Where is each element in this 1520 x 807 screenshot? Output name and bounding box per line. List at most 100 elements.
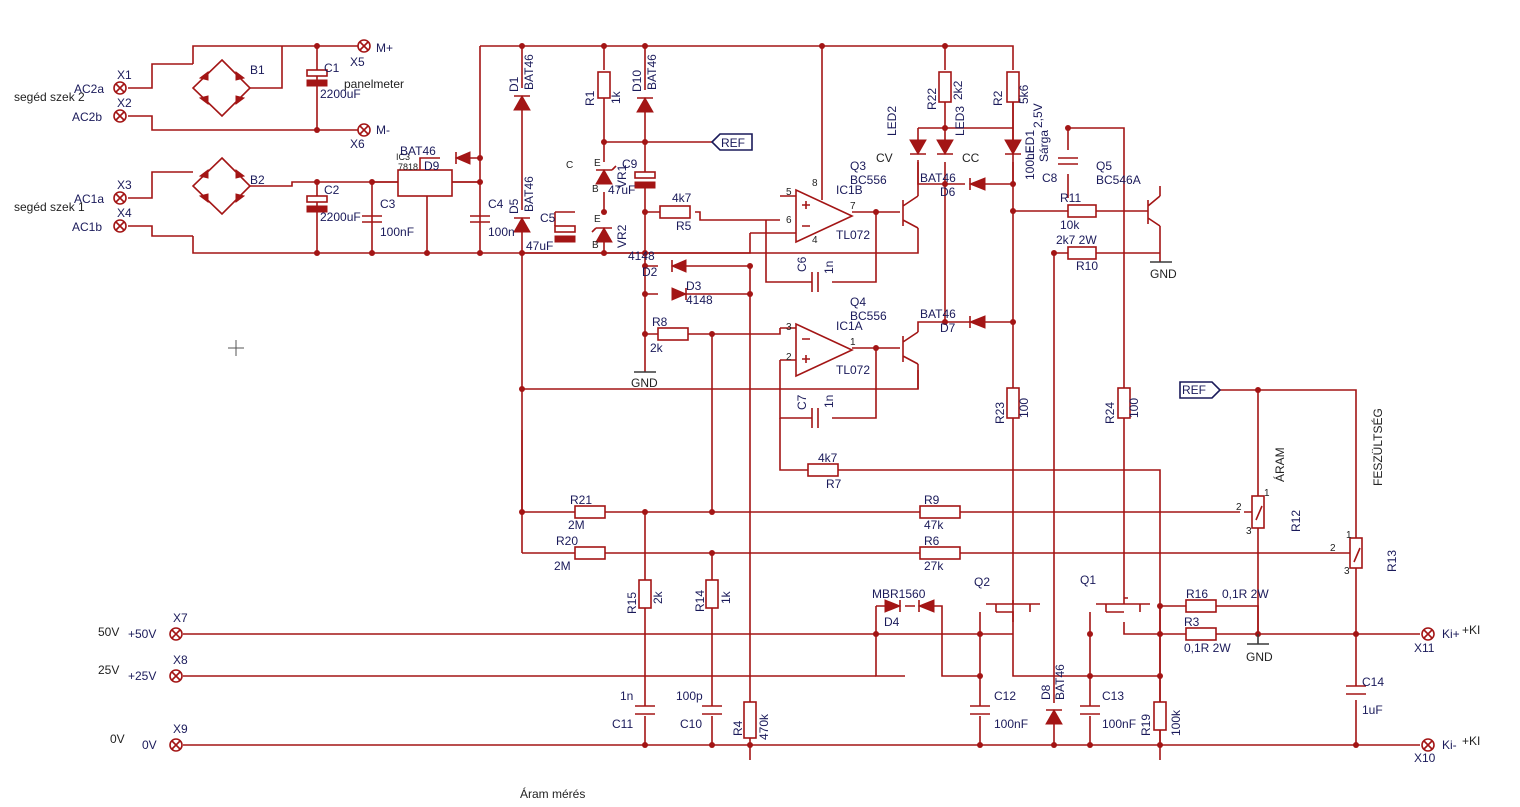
ref-r16: R16 [1186,587,1208,601]
note-aram-meres: Áram mérés [520,786,585,801]
ref-r8: R8 [652,315,668,329]
val-r16: 0,1R 2W [1222,587,1269,601]
val-r21: 2M [568,518,585,532]
label-x3: X3 [117,178,132,192]
pin-5: 5 [786,187,792,198]
ref-d8: D8 [1039,684,1053,700]
ref-led3: LED3 [953,106,967,136]
pin-1: 1 [850,337,856,348]
bridge-b1 [191,58,252,118]
ref-d10: D10 [630,70,644,92]
val-r2: 5k6 [1017,84,1031,104]
ref-c10: C10 [680,717,702,731]
label-ki-plus: Ki+ [1442,627,1460,641]
cursor-crosshair-icon [228,340,244,356]
label-x4: X4 [117,206,132,220]
label-ki-minus: Ki- [1442,738,1457,752]
ref-r7: R7 [826,477,842,491]
ref-r15: R15 [625,592,639,614]
ref-r6: R6 [924,534,940,548]
label-ac2a: AC2a [74,82,104,96]
label-x1: X1 [117,68,132,82]
r12-pin-1: 1 [1264,488,1270,499]
note-panelmeter: panelmeter [344,77,404,91]
ref-r22: R22 [925,88,939,110]
diode-symbols [454,94,1063,725]
transistor-symbols [902,195,1161,622]
connector-pads [113,39,1435,752]
val-r24: 100 [1127,398,1141,418]
ref-c6: C6 [795,256,809,272]
val-r8: 2k [650,341,664,355]
ref-q2: Q2 [974,575,990,589]
ref-r9: R9 [924,493,940,507]
label-mminus: M- [376,123,390,137]
val-r9: 47k [924,518,944,532]
ref-d6: D6 [940,185,956,199]
label-x8: X8 [173,653,188,667]
r12-pin-2: 2 [1236,502,1242,513]
ref-d9: D9 [424,159,440,173]
ref-d5: D5 [507,198,521,214]
r13-pin-1: 1 [1346,530,1352,541]
note-ki-plus: +KI [1462,623,1480,637]
ref-r5: R5 [676,219,692,233]
val-c12: 100nF [994,717,1028,731]
label-x11: X11 [1414,641,1435,655]
vr1-pin-b: B [592,184,599,195]
gnd-label-1: GND [631,376,658,390]
val-r1: 1k [609,90,623,104]
val-q3: BC556 [850,173,887,187]
ref-flags [710,133,1222,399]
val-r20: 2M [554,559,571,573]
ref-d7: D7 [940,321,956,335]
val-ic1a: TL072 [836,363,870,377]
ref-d2: D2 [642,265,658,279]
pin-4: 4 [812,235,818,246]
ref-b1: B1 [250,63,265,77]
ref-r23: R23 [993,402,1007,424]
val-d9: BAT46 [400,144,436,158]
gnd-label-2: GND [1150,267,1177,281]
val-r6: 27k [924,559,944,573]
label-x9: X9 [173,722,188,736]
label-25v-pin: +25V [128,669,156,683]
note-seged-1: segéd szek 1 [14,200,85,214]
val-r5: 4k7 [672,191,692,205]
ref-c3: C3 [380,197,396,211]
ref-c12: C12 [994,689,1016,703]
val-c4: 100n [488,225,515,239]
val-r7: 4k7 [818,451,838,465]
label-x2: X2 [117,96,132,110]
pin-2: 2 [786,352,792,363]
note-seged-2: segéd szek 2 [14,90,85,104]
pin-6: 6 [786,215,792,226]
val-ic1b: TL072 [836,228,870,242]
note-aram: ÁRAM [1272,447,1287,482]
val-c9: 47uF [608,183,635,197]
note-feszultseg: FESZÜLTSÉG [1370,408,1385,486]
ref-led1: LED1 [1023,130,1037,160]
val-c2: 2200uF [320,210,361,224]
pin-7: 7 [850,201,856,212]
val-c8: 100nF [1023,146,1037,180]
opamp-symbols [780,188,860,378]
val-d6: BAT46 [920,171,956,185]
pin-8: 8 [812,178,818,189]
ref-r11: R11 [1060,191,1081,205]
junctions [314,43,1359,748]
val-q4: BC556 [850,309,887,323]
val-q5: BC546A [1096,173,1141,187]
val-led1: Sárga [1037,130,1051,162]
val-c6: 1n [822,261,836,274]
note-cv: CV [876,151,893,165]
ref-d3: D3 [686,279,702,293]
vr1-pin-e: E [594,158,601,169]
ground-symbols [634,261,1269,645]
ref-q1: Q1 [1080,573,1096,587]
regulator-ic3 [372,169,480,197]
label-50v-pin: +50V [128,627,156,641]
ref-d1: D1 [507,76,521,92]
ref-c11: C11 [612,717,633,731]
val-d2: 4148 [628,249,655,263]
